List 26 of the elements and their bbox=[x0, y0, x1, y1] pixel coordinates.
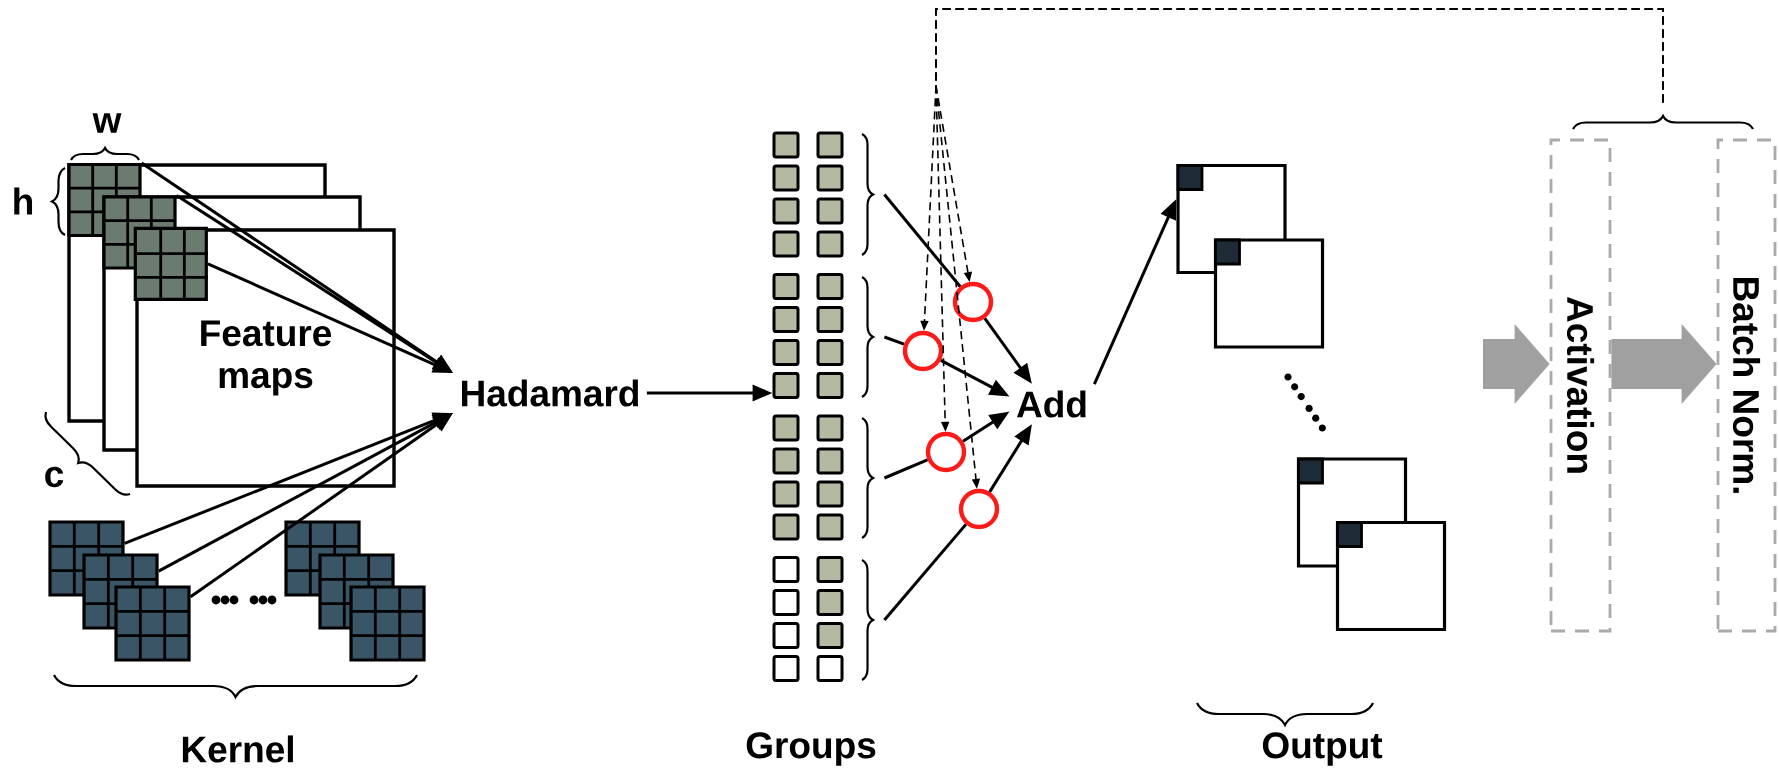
brace bbox=[1572, 114, 1754, 130]
patch-grid bbox=[133, 226, 210, 303]
circle-marker bbox=[925, 431, 967, 473]
circle-marker bbox=[902, 330, 944, 372]
brace bbox=[861, 559, 875, 681]
output-map bbox=[1213, 238, 1325, 349]
brace bbox=[861, 276, 875, 398]
dimension-label: h bbox=[14, 187, 33, 215]
output-map bbox=[1335, 520, 1447, 632]
layer-box: Activation bbox=[1549, 138, 1612, 633]
layer-box: Batch Norm. bbox=[1716, 138, 1777, 633]
brace bbox=[861, 417, 875, 539]
block-arrow bbox=[1483, 324, 1550, 404]
circle-marker bbox=[958, 488, 1000, 530]
section-label: Groups bbox=[746, 732, 876, 766]
circle-marker bbox=[952, 281, 994, 323]
dimension-label: c bbox=[45, 466, 64, 488]
dimension-label: w bbox=[92, 113, 122, 133]
operation-label: Hadamard bbox=[462, 379, 638, 407]
group-squares-drawing bbox=[772, 131, 844, 682]
block-arrow bbox=[1611, 324, 1717, 404]
operation-label: Add bbox=[1016, 390, 1086, 418]
brace bbox=[861, 133, 875, 256]
section-label: Kernel bbox=[182, 735, 293, 763]
section-label: Output bbox=[1262, 732, 1383, 766]
kernel-grid bbox=[114, 585, 191, 662]
